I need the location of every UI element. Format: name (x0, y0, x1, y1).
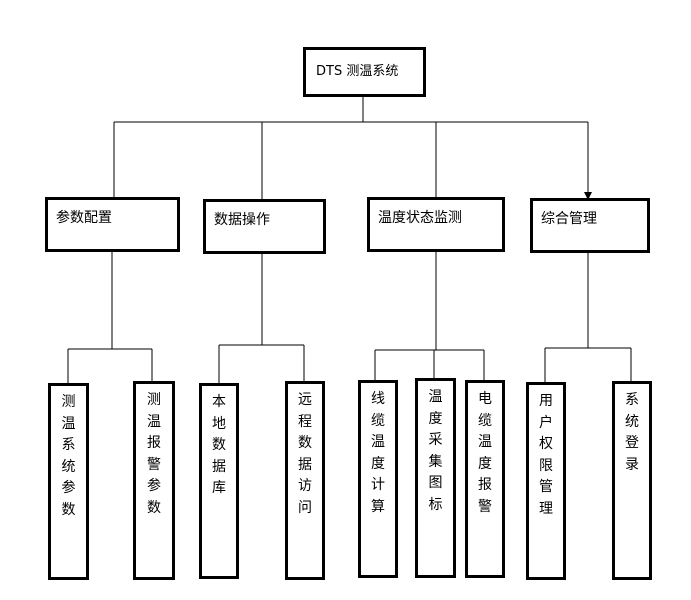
leaf-label: 本 地 数 据 库 (212, 394, 226, 496)
leaf-node-cable-temperature-calc: 线 缆 温 度 计 算 (358, 380, 398, 578)
leaf-node-alarm-params: 测 温 报 警 参 数 (133, 381, 175, 580)
leaf-label: 系 统 登 录 (625, 392, 639, 473)
root-node: DTS 测温系统 (303, 47, 426, 97)
leaf-node-user-permission-management: 用 户 权 限 管 理 (526, 382, 566, 580)
category-label: 温度状态监测 (378, 210, 462, 226)
root-node-label: DTS 测温系统 (316, 64, 399, 79)
leaf-label: 远 程 数 据 访 问 (298, 392, 312, 516)
category-label: 参数配置 (56, 210, 112, 226)
leaf-label: 温 度 采 集 图 标 (428, 389, 443, 513)
category-label: 数据操作 (214, 212, 270, 228)
leaf-node-system-login: 系 统 登 录 (612, 381, 652, 580)
leaf-node-measurement-system-params: 测 温 系 统 参 数 (48, 383, 89, 580)
leaf-node-local-database: 本 地 数 据 库 (199, 383, 239, 579)
category-node-parameter-config: 参数配置 (45, 197, 180, 252)
category-node-temperature-monitoring: 温度状态监测 (367, 197, 505, 252)
leaf-node-cable-temperature-alarm: 电 缆 温 度 报 警 (465, 380, 505, 578)
category-node-integrated-management: 综合管理 (530, 198, 650, 253)
leaf-label: 测 温 系 统 参 数 (61, 394, 76, 518)
leaf-label: 线 缆 温 度 计 算 (371, 391, 385, 515)
leaf-node-remote-data-access: 远 程 数 据 访 问 (285, 381, 325, 580)
category-label: 综合管理 (541, 211, 597, 227)
leaf-node-temperature-acquisition-chart: 温 度 采 集 图 标 (415, 378, 456, 578)
category-node-data-operation: 数据操作 (203, 199, 326, 254)
leaf-label: 电 缆 温 度 报 警 (478, 391, 492, 515)
leaf-label: 用 户 权 限 管 理 (539, 393, 553, 517)
leaf-label: 测 温 报 警 参 数 (147, 392, 161, 516)
